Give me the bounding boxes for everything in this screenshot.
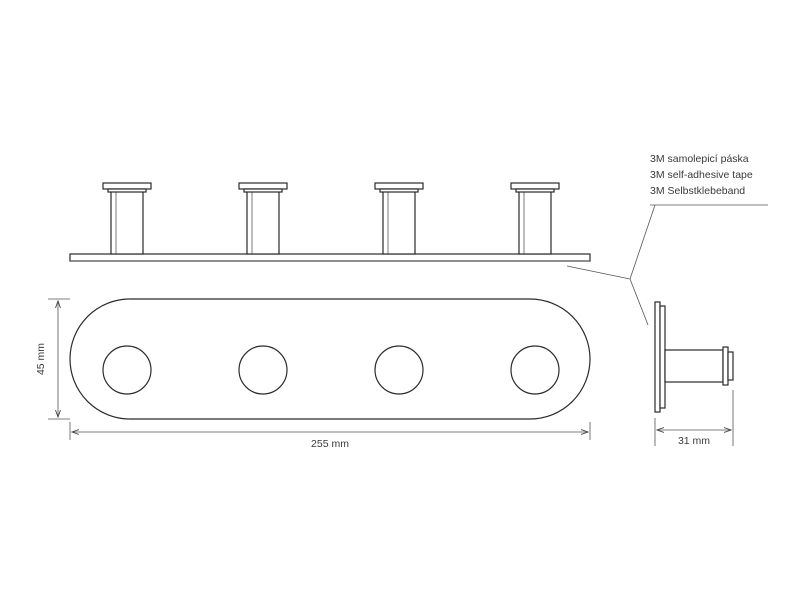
length-label: 255 mm (311, 438, 349, 450)
side-view (654, 301, 734, 413)
top-view-hook-collar (379, 188, 419, 193)
top-view-hooks (102, 182, 560, 255)
length-dimension: 255 mm (69, 422, 591, 450)
top-view-hook-collar (515, 188, 555, 193)
callout-leader-main (629, 204, 656, 280)
top-view (69, 182, 591, 262)
tape-callout: 3M samolepicí páska 3M self-adhesive tap… (566, 153, 768, 326)
top-view-hook-cap (510, 182, 560, 190)
callout-leader-side-view (629, 278, 649, 326)
front-view-hook-caps (102, 345, 560, 395)
top-view-base-plate (69, 253, 591, 262)
side-view-cap (727, 351, 734, 381)
height-label: 45 mm (35, 343, 47, 375)
height-dimension: 45 mm (35, 298, 70, 420)
depth-dimension: 31 mm (654, 390, 734, 447)
side-view-plate (659, 305, 666, 409)
top-view-hook-collar (107, 188, 147, 193)
front-view-hook-cap (510, 345, 560, 395)
front-view-hook-cap (238, 345, 288, 395)
callout-line-de: 3M Selbstklebeband (650, 185, 745, 197)
top-view-hook-cap (102, 182, 152, 190)
top-view-hook-collar (243, 188, 283, 193)
front-view-hook-cap (374, 345, 424, 395)
callout-leader-top-view (566, 265, 631, 280)
depth-label: 31 mm (678, 435, 710, 447)
callout-line-cz: 3M samolepicí páska (650, 153, 749, 165)
front-view-plate (69, 298, 591, 420)
top-view-hook-cap (238, 182, 288, 190)
front-view (69, 298, 591, 420)
front-view-hook-cap (102, 345, 152, 395)
callout-line-en: 3M self-adhesive tape (650, 169, 753, 181)
side-view-cap-collar (722, 346, 729, 386)
side-view-tape (654, 301, 661, 413)
top-view-hook-cap (374, 182, 424, 190)
side-view-post (664, 349, 724, 383)
